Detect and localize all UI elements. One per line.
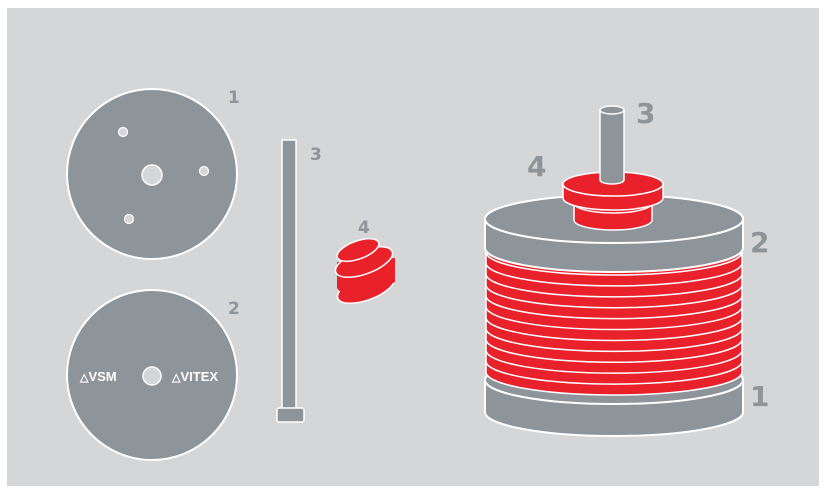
- assembly-label-top-plate: 2: [750, 226, 769, 259]
- part-4-label: 4: [358, 218, 370, 238]
- hole-icon: [142, 366, 162, 386]
- part-2-top-plate: △VSM △VITEX: [66, 289, 238, 461]
- assembly-red-clamp: [562, 171, 664, 231]
- vsm-logo: △VSM: [79, 369, 117, 384]
- hole-icon: [198, 165, 210, 177]
- part-3-label: 3: [310, 145, 322, 165]
- part-4-red-clamp: [334, 237, 396, 304]
- assembly-label-clamp: 4: [527, 150, 546, 183]
- assembly-rod: [599, 105, 625, 185]
- assembly-label-rod: 3: [636, 97, 655, 130]
- red-disc-stack: [485, 228, 743, 396]
- hole-icon: [123, 213, 135, 225]
- assembly-label-bottom-plate: 1: [750, 380, 769, 413]
- part-2-label: 2: [228, 299, 240, 319]
- assembled-stack: [484, 105, 744, 437]
- part-1-label: 1: [228, 88, 240, 108]
- assembly-top-plate: [484, 194, 744, 273]
- hole-icon: [141, 164, 163, 186]
- part-3-center-rod: [276, 139, 305, 423]
- part-1-bottom-plate: [66, 88, 238, 260]
- vitex-logo: △VITEX: [171, 369, 218, 384]
- hole-icon: [117, 126, 129, 138]
